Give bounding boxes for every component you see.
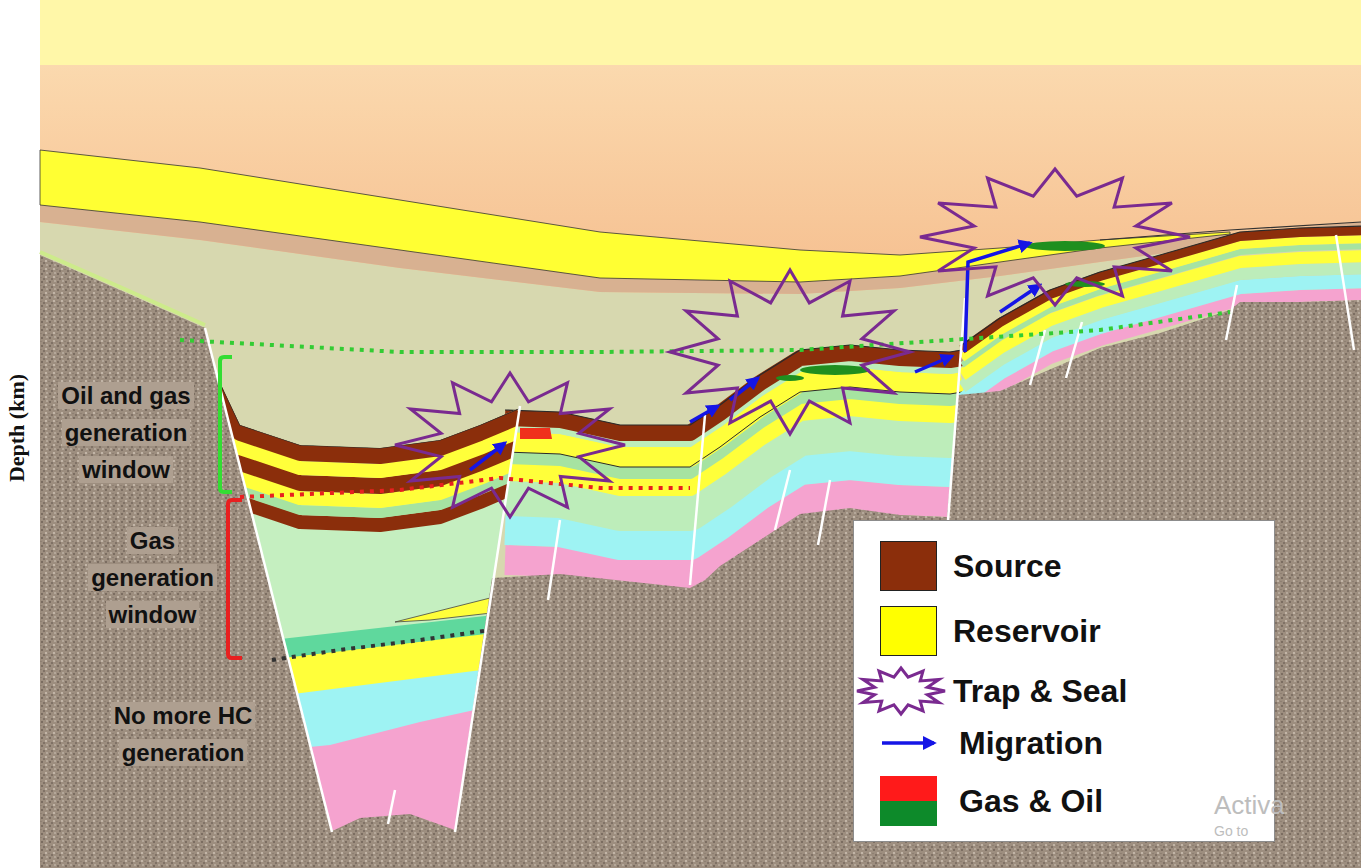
axis-title: Depth (km) xyxy=(4,371,29,485)
trap-star xyxy=(395,373,625,517)
fault-line xyxy=(548,520,560,600)
oil-window-bracket xyxy=(220,357,232,492)
trap-star xyxy=(670,270,910,434)
reservoir-wedge xyxy=(395,596,500,622)
migration-arrow-sample xyxy=(882,741,934,745)
legend-swatch xyxy=(880,541,937,591)
zone-label: Oil and gas generation window xyxy=(58,382,193,483)
oil-window-line xyxy=(180,312,1230,352)
trap-star-sample xyxy=(857,668,945,714)
overburden-layer xyxy=(40,65,1361,868)
label-box: Depth (km) xyxy=(4,358,30,498)
legend-label: Source xyxy=(953,541,1061,591)
legend-label: Reservoir xyxy=(953,606,1101,656)
label-box: Gas generation window xyxy=(70,522,235,633)
legend-item: Source xyxy=(854,541,1274,591)
fault-line xyxy=(388,790,395,824)
gas-window-line xyxy=(240,478,690,497)
surface-layer xyxy=(40,0,1361,868)
label-box: No more HC generation xyxy=(98,697,268,771)
legend-item: Gas & Oil xyxy=(854,776,1274,826)
oil-pod xyxy=(776,375,804,381)
legend-swatch xyxy=(880,606,937,656)
hc-limit-line xyxy=(272,630,490,660)
thin-layer xyxy=(40,252,205,325)
fault-line xyxy=(690,415,705,585)
fault-line xyxy=(1226,285,1237,340)
oil-pod xyxy=(800,365,870,375)
gas-window-bracket xyxy=(228,500,242,658)
migration-arrows xyxy=(470,243,1040,470)
fault-line xyxy=(775,470,790,530)
fault-line xyxy=(1030,330,1045,385)
legend-item: Trap & Seal xyxy=(854,666,1274,716)
legend-label: Trap & Seal xyxy=(953,666,1127,716)
migration-arrow xyxy=(915,356,952,372)
basement-rock xyxy=(330,300,1361,868)
fault-line xyxy=(1336,235,1354,350)
gas-pod xyxy=(520,428,552,439)
zone-label: No more HC generation xyxy=(111,702,256,766)
legend-item: Reservoir xyxy=(854,606,1274,656)
oil-sample xyxy=(880,801,937,826)
watermark: Go to xyxy=(1214,823,1248,839)
migration-arrow xyxy=(690,406,718,422)
trap-star xyxy=(920,169,1190,305)
migration-arrow xyxy=(470,443,505,470)
legend-box: SourceReservoirTrap & SealMigrationGas &… xyxy=(853,520,1275,842)
upper-reservoir-layer xyxy=(40,150,1230,282)
watermark: Activa xyxy=(1214,790,1285,820)
zone-label: Gas generation window xyxy=(88,527,217,628)
trap-seal-stars xyxy=(395,169,1190,517)
fault-line xyxy=(455,406,520,832)
fault-line xyxy=(818,480,830,545)
label-box: Go to xyxy=(1214,822,1314,840)
gas-sample xyxy=(880,776,937,801)
oil-pod xyxy=(1025,241,1105,251)
legend-label: Gas & Oil xyxy=(959,776,1103,826)
label-box: Activa xyxy=(1214,790,1354,820)
basement-rock xyxy=(40,255,332,868)
label-box: Oil and gas generation window xyxy=(40,377,212,488)
legend-label: Migration xyxy=(959,718,1103,768)
legend-item: Migration xyxy=(854,718,1274,768)
source-layer xyxy=(205,348,520,456)
